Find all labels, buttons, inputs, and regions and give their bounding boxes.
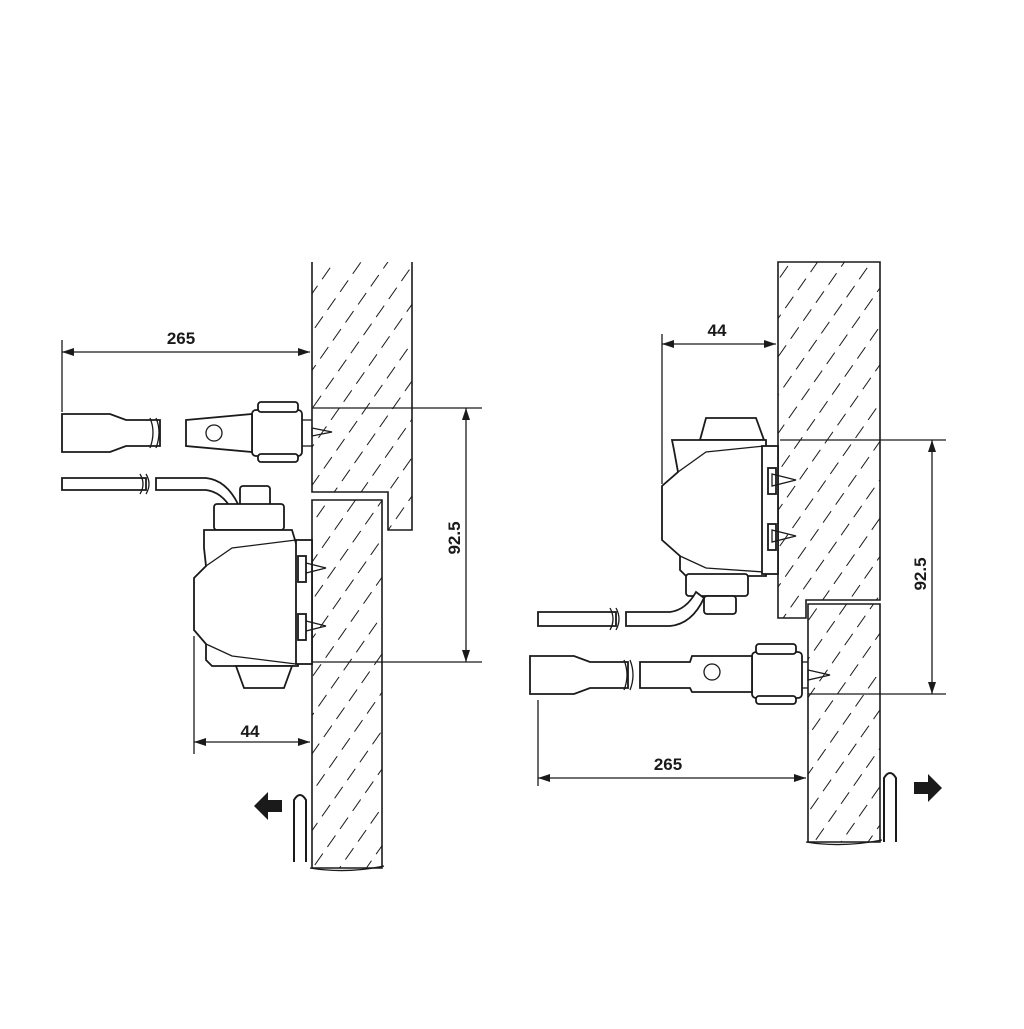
right-dim-44: [661, 334, 776, 484]
arrow-left-icon: [254, 792, 282, 820]
right-dim-arm-length-label: 265: [654, 755, 682, 774]
right-closer-body: [661, 417, 779, 615]
right-secondary-arm: [537, 590, 706, 631]
left-dim-closer-depth-label: 44: [241, 722, 260, 741]
left-dim-height-label: 92.5: [445, 521, 464, 554]
right-dim-closer-depth-label: 44: [708, 321, 727, 340]
right-arm-shoe: [751, 643, 808, 705]
left-dim-265: [61, 340, 310, 412]
left-view: 265 92.5 44: [61, 262, 482, 872]
left-screws-door: [297, 555, 327, 641]
right-screw-door: [807, 669, 831, 681]
left-screw-frame: [311, 427, 333, 437]
right-dim-height-label: 92.5: [911, 557, 930, 590]
left-secondary-arm: [61, 473, 240, 512]
right-jamb-post: [883, 772, 897, 842]
left-jamb-post: [293, 794, 307, 862]
left-closer-body: [193, 485, 313, 689]
arrow-right-icon: [914, 774, 942, 802]
right-dim-92-5: [780, 439, 946, 695]
left-dim-arm-length-label: 265: [167, 329, 195, 348]
left-main-arm: [61, 413, 253, 453]
right-dim-265: [537, 700, 806, 786]
left-arm-shoe: [251, 401, 312, 463]
left-break-line: [309, 865, 385, 872]
right-screws-frame: [767, 467, 797, 551]
left-door-leaf: [311, 499, 383, 869]
left-dim-92-5: [312, 407, 482, 663]
right-main-arm: [529, 655, 753, 695]
right-break-line: [805, 839, 883, 846]
right-door-leaf: [807, 603, 881, 843]
left-door-frame: [311, 262, 413, 531]
left-dim-44: [193, 636, 310, 754]
right-view: 44 92.5 265: [529, 261, 946, 846]
